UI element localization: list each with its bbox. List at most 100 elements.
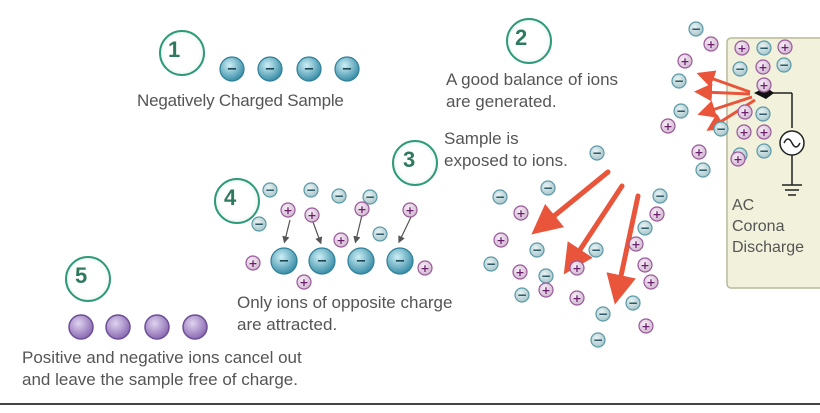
svg-text:−: − xyxy=(342,62,353,77)
positive-ion-icon: + xyxy=(569,290,585,306)
svg-text:+: + xyxy=(652,208,661,221)
positive-ion-icon: + xyxy=(493,232,509,248)
step-1-ring xyxy=(159,30,205,76)
step-2-caption-line-1: A good balance of ions xyxy=(446,70,619,89)
svg-text:+: + xyxy=(733,153,742,166)
svg-text:+: + xyxy=(780,41,789,54)
negative-ion-icon: − xyxy=(673,103,689,119)
negative-ion-icon: − xyxy=(595,306,611,322)
negative-ion-icon: − xyxy=(372,226,388,242)
negative-ion-icon: − xyxy=(688,21,704,37)
sample-negative-charge-icon: − xyxy=(296,56,322,82)
svg-text:+: + xyxy=(248,257,257,270)
negative-ion-icon: − xyxy=(713,121,729,137)
negative-ion-icon: − xyxy=(756,143,772,159)
positive-ion-icon: + xyxy=(691,144,707,160)
svg-text:−: − xyxy=(517,288,527,302)
neutral-sample-icon xyxy=(144,314,170,340)
negative-ion-icon: − xyxy=(483,256,499,272)
negative-ion-icon: − xyxy=(514,287,530,303)
positive-ion-icon: + xyxy=(638,318,654,334)
sample-negative-charge-icon: − xyxy=(257,56,283,82)
negative-ion-icon: − xyxy=(776,57,792,73)
sample-negative-charge-icon: − xyxy=(219,56,245,82)
svg-text:−: − xyxy=(759,144,769,158)
svg-text:+: + xyxy=(357,203,366,216)
negative-ion-icon: − xyxy=(652,188,668,204)
positive-ion-icon: + xyxy=(736,124,752,140)
svg-text:−: − xyxy=(698,163,708,177)
step-4-number: 4 xyxy=(224,185,237,210)
svg-text:+: + xyxy=(572,292,581,305)
step-4-caption-line-1: Only ions of opposite charge xyxy=(237,293,453,312)
svg-text:+: + xyxy=(640,259,649,272)
step-2-number: 2 xyxy=(515,25,528,50)
negative-ion-icon: − xyxy=(538,268,554,284)
sample-negative-charge-icon: − xyxy=(308,247,336,275)
positive-ion-icon: + xyxy=(660,118,676,134)
svg-text:−: − xyxy=(598,307,608,321)
negative-ion-icon: − xyxy=(756,40,772,56)
svg-text:−: − xyxy=(265,183,275,197)
sample-negative-charge-icon: − xyxy=(347,247,375,275)
step-4-ring xyxy=(214,178,260,224)
svg-text:−: − xyxy=(779,58,789,72)
positive-ion-icon: + xyxy=(703,36,719,52)
positive-ion-icon: + xyxy=(304,207,320,223)
svg-text:−: − xyxy=(759,41,769,55)
neutral-sample-icon xyxy=(182,314,208,340)
positive-ion-icon: + xyxy=(245,255,261,271)
negative-ion-icon: − xyxy=(671,73,687,89)
step-2-ring xyxy=(506,18,552,64)
svg-text:−: − xyxy=(676,104,686,118)
svg-text:−: − xyxy=(486,257,496,271)
svg-text:−: − xyxy=(356,254,367,269)
positive-ion-icon: + xyxy=(737,104,753,120)
svg-text:−: − xyxy=(254,217,264,231)
svg-text:−: − xyxy=(716,122,726,136)
svg-text:−: − xyxy=(365,190,375,204)
svg-text:+: + xyxy=(759,126,768,139)
svg-text:−: − xyxy=(304,62,315,77)
step-5-number: 5 xyxy=(75,263,88,288)
positive-ion-icon: + xyxy=(402,202,418,218)
svg-text:+: + xyxy=(737,42,746,55)
negative-ion-icon: − xyxy=(262,182,278,198)
step-3-caption-line-1: Sample is xyxy=(444,129,519,148)
step-2-caption-line-2: are generated. xyxy=(446,92,557,111)
negative-ion-icon: − xyxy=(637,220,653,236)
svg-text:−: − xyxy=(543,181,553,195)
step-4-caption-line-2: are attracted. xyxy=(237,315,338,334)
positive-ion-icon: + xyxy=(280,202,296,218)
svg-text:+: + xyxy=(641,320,650,333)
svg-text:−: − xyxy=(674,74,684,88)
corona-label-line-3: Discharge xyxy=(732,239,805,256)
svg-text:+: + xyxy=(739,126,748,139)
svg-text:+: + xyxy=(740,106,749,119)
positive-ion-icon: + xyxy=(512,264,528,280)
svg-text:−: − xyxy=(591,243,601,257)
svg-text:+: + xyxy=(759,79,768,92)
svg-text:−: − xyxy=(640,221,650,235)
svg-text:+: + xyxy=(496,234,505,247)
svg-text:−: − xyxy=(279,254,290,269)
svg-text:−: − xyxy=(306,183,316,197)
svg-text:+: + xyxy=(706,38,715,51)
svg-text:−: − xyxy=(691,22,701,36)
svg-text:+: + xyxy=(541,284,550,297)
positive-ion-icon: + xyxy=(538,282,554,298)
corona-label-line-1: AC xyxy=(732,197,755,214)
svg-text:−: − xyxy=(227,62,238,77)
neutral-sample-icon xyxy=(105,314,131,340)
svg-text:+: + xyxy=(283,204,292,217)
svg-text:+: + xyxy=(680,55,689,68)
corona-label-line-2: Corona xyxy=(732,218,785,235)
sample-negative-charge-icon: − xyxy=(270,247,298,275)
positive-ion-icon: + xyxy=(777,39,793,55)
positive-ion-icon: + xyxy=(649,206,665,222)
step-3-number: 3 xyxy=(403,147,416,172)
svg-text:+: + xyxy=(694,146,703,159)
corona-emitter xyxy=(772,92,805,196)
step-3-caption-line-2: exposed to ions. xyxy=(444,151,568,170)
step-5-caption-line-1: Positive and negative ions cancel out xyxy=(22,348,302,367)
